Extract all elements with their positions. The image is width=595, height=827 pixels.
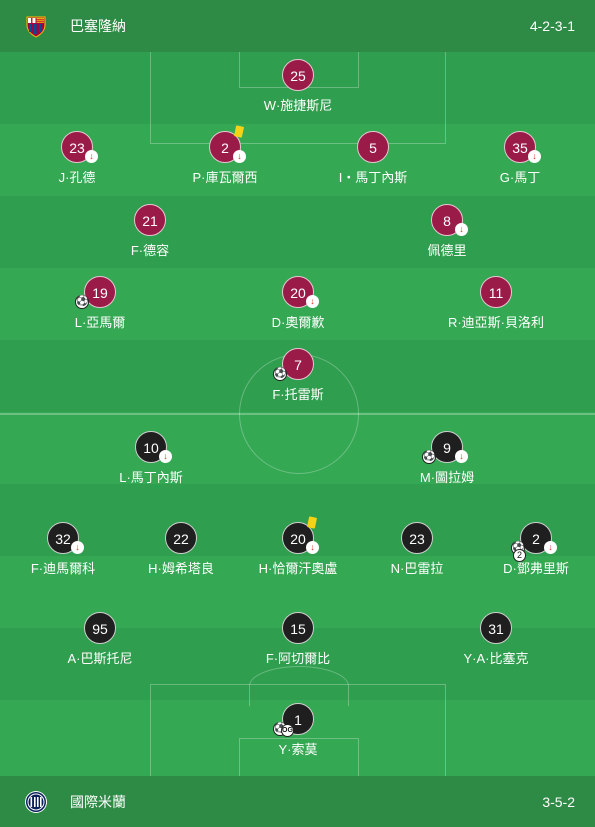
away-player[interactable]: 20↓H·恰爾汗奧盧 xyxy=(238,516,358,582)
player-name: M·圖拉姆 xyxy=(419,470,475,485)
jersey-number: 19 xyxy=(84,276,116,308)
player-name: D·奧爾歉 xyxy=(271,315,325,330)
jersey-number: 25 xyxy=(282,59,314,91)
goal-ball-icon: ⚽ xyxy=(273,367,287,381)
jersey-number: 8 xyxy=(431,204,463,236)
player-name: W·施捷斯尼 xyxy=(263,98,333,113)
player-name: A·巴斯托尼 xyxy=(67,651,133,666)
player-name: F·德容 xyxy=(130,243,170,258)
jersey-number: 7 xyxy=(282,348,314,380)
goal-ball-icon: ⚽ xyxy=(422,450,436,464)
jersey-number: 32 xyxy=(47,522,79,554)
home-player[interactable]: 19⚽ L·亞馬爾 xyxy=(40,276,160,336)
jersey-number: 35 xyxy=(504,131,536,163)
substitution-arrow-icon: ↓ xyxy=(455,450,468,463)
substitution-arrow-icon: ↓ xyxy=(306,295,319,308)
home-player[interactable]: 23↓J·孔德 xyxy=(17,131,137,191)
player-name: F·阿切爾比 xyxy=(265,651,331,666)
jersey-number: 9 xyxy=(431,431,463,463)
player-name: H·恰爾汗奧盧 xyxy=(258,561,338,576)
away-penalty-arc xyxy=(249,666,349,706)
jersey-number: 1 xyxy=(282,703,314,735)
substitution-arrow-icon: ↓ xyxy=(528,150,541,163)
goal-count-badge: 2 xyxy=(513,549,526,562)
away-team-name[interactable]: 國際米蘭 xyxy=(70,794,126,810)
jersey-number: 10 xyxy=(135,431,167,463)
home-team-name[interactable]: 巴塞隆納 xyxy=(70,18,126,34)
home-player[interactable]: 35↓ G·馬丁 xyxy=(460,131,580,191)
jersey-number: 15 xyxy=(282,612,314,644)
player-name: I・馬丁內斯 xyxy=(338,170,408,185)
player-name: L·馬丁內斯 xyxy=(119,470,183,485)
inter-crest-icon xyxy=(25,791,47,813)
away-player[interactable]: 1⚽OGY·索莫 xyxy=(238,703,358,763)
player-name: Y·索莫 xyxy=(278,742,318,757)
jersey-number: 22 xyxy=(165,522,197,554)
away-player[interactable]: 9↓ ⚽ M·圖拉姆 xyxy=(387,431,507,491)
home-formation: 4-2-3-1 xyxy=(529,18,575,34)
home-player[interactable]: 8↓ 佩德里 xyxy=(387,204,507,264)
yellow-card-icon xyxy=(306,516,318,529)
home-player[interactable]: 2↓P·庫瓦爾西 xyxy=(165,125,285,191)
player-name: F·迪馬爾科 xyxy=(30,561,96,576)
home-team-bar: 巴塞隆納 4-2-3-1 xyxy=(0,0,595,52)
away-team-bar: 國際米蘭 3-5-2 xyxy=(0,776,595,827)
player-name: J·孔德 xyxy=(58,170,96,185)
substitution-arrow-icon: ↓ xyxy=(85,150,98,163)
jersey-number: 5 xyxy=(357,131,389,163)
substitution-arrow-icon: ↓ xyxy=(306,541,319,554)
player-name: D·鄧弗里斯 xyxy=(503,561,569,576)
player-name: Y·A·比塞克 xyxy=(463,651,529,666)
substitution-arrow-icon: ↓ xyxy=(233,150,246,163)
yellow-card-icon xyxy=(233,125,245,138)
substitution-arrow-icon: ↓ xyxy=(455,223,468,236)
home-penalty-box xyxy=(150,52,446,144)
substitution-arrow-icon: ↓ xyxy=(159,450,172,463)
goal-ball-icon: ⚽ xyxy=(75,295,89,309)
player-name: N·巴雷拉 xyxy=(390,561,444,576)
own-goal-badge: OG xyxy=(281,724,294,737)
away-formation: 3-5-2 xyxy=(542,794,575,810)
jersey-number: 21 xyxy=(134,204,166,236)
jersey-number: 31 xyxy=(480,612,512,644)
home-player[interactable]: 7⚽ F·托雷斯 xyxy=(238,348,358,408)
player-name: 佩德里 xyxy=(427,243,467,258)
player-name: G·馬丁 xyxy=(499,170,541,185)
player-name: R·迪亞斯·貝洛利 xyxy=(447,315,545,330)
away-player[interactable]: 10↓ L·馬丁內斯 xyxy=(91,431,211,491)
player-name: L·亞馬爾 xyxy=(74,315,126,330)
player-name: H·姆希塔良 xyxy=(148,561,214,576)
barcelona-crest-icon xyxy=(26,16,46,38)
substitution-arrow-icon: ↓ xyxy=(71,541,84,554)
jersey-number: 11 xyxy=(480,276,512,308)
away-goal-box xyxy=(239,738,359,776)
jersey-number: 2 xyxy=(520,522,552,554)
substitution-arrow-icon: ↓ xyxy=(544,541,557,554)
player-name: P·庫瓦爾西 xyxy=(192,170,258,185)
home-player[interactable]: 20↓D·奧爾歉 xyxy=(238,276,358,336)
player-name: F·托雷斯 xyxy=(272,387,324,402)
jersey-number: 95 xyxy=(84,612,116,644)
jersey-number: 23 xyxy=(401,522,433,554)
away-player[interactable]: 32↓ F·迪馬爾科 xyxy=(3,522,123,582)
